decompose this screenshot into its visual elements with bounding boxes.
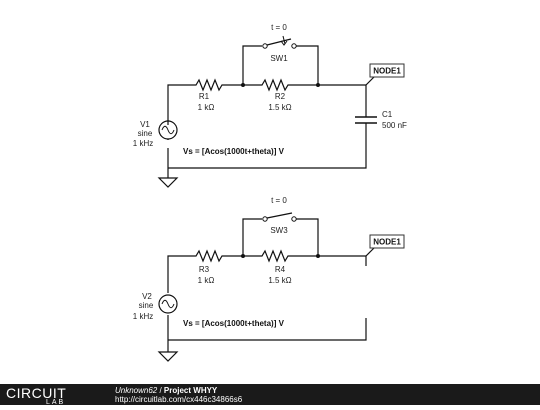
circuit-1: R1 1 kΩ R2 1.5 kΩ t = 0 SW1 NODE1	[133, 23, 407, 188]
c1-name: C1	[382, 110, 393, 119]
project-title[interactable]: Project WHYY	[163, 386, 218, 395]
wire-switch-right-1	[296, 45, 319, 85]
wire-right-top-1	[318, 84, 367, 117]
sw3-name: SW3	[270, 226, 288, 235]
v1-expression: Vs = [Acos(1000t+theta)] V	[183, 147, 285, 156]
wire-switch-right-2	[296, 218, 319, 256]
schematic-canvas: R1 1 kΩ R2 1.5 kΩ t = 0 SW1 NODE1	[133, 23, 407, 362]
r1-name: R1	[199, 92, 210, 101]
switch-sw1	[262, 35, 297, 49]
wire-bottom-2	[168, 318, 367, 341]
footer-bar	[0, 384, 540, 405]
sine-source-icon	[158, 294, 178, 314]
capacitor-c1	[355, 116, 377, 124]
r4-value: 1.5 kΩ	[268, 276, 291, 285]
v1-name: V1	[140, 120, 150, 129]
node1-tag-1: NODE1	[369, 63, 405, 78]
resistor-r3	[192, 249, 243, 263]
v2-type: sine	[139, 301, 154, 310]
wire-bottom-1	[168, 123, 367, 169]
node-tag-leader	[365, 247, 375, 257]
r2-name: R2	[275, 92, 286, 101]
logo-text-top: CIRCUIT	[6, 385, 67, 401]
sw1-name: SW1	[270, 54, 288, 63]
logo-text-bottom: LAB	[46, 399, 66, 406]
ground-icon	[157, 177, 179, 188]
v2-frequency: 1 kHz	[133, 312, 153, 321]
author-link[interactable]: Unknown62	[115, 386, 158, 395]
wire-left-top-2	[167, 255, 192, 293]
project-attribution: Unknown62 / Project WHYY http://circuitl…	[115, 386, 242, 404]
sw1-time-label: t = 0	[271, 23, 287, 32]
c1-value: 500 nF	[382, 121, 407, 130]
switch-sw3	[262, 212, 297, 222]
node-tag-leader	[365, 76, 375, 86]
resistor-r4	[243, 249, 318, 263]
wire-right-top-2	[318, 255, 367, 266]
node1-label-2: NODE1	[373, 238, 401, 247]
circuitlab-logo[interactable]: CIRCUIT LAB	[6, 385, 67, 406]
node1-label-1: NODE1	[373, 67, 401, 76]
r3-value: 1 kΩ	[198, 276, 215, 285]
r1-value: 1 kΩ	[198, 103, 215, 112]
ground-icon	[157, 351, 179, 362]
resistor-r2	[243, 78, 318, 92]
v1-type: sine	[138, 129, 153, 138]
node1-tag-2: NODE1	[369, 234, 405, 249]
r3-name: R3	[199, 265, 210, 274]
circuit-2: R3 1 kΩ R4 1.5 kΩ t = 0 SW3 NODE1	[133, 196, 405, 362]
wire-switch-left-2	[242, 218, 262, 256]
wire-switch-left-1	[242, 45, 262, 85]
sw3-time-label: t = 0	[271, 196, 287, 205]
project-url[interactable]: http://circuitlab.com/cx446c34866s6	[115, 395, 243, 404]
separator: /	[157, 386, 164, 395]
r2-value: 1.5 kΩ	[268, 103, 291, 112]
r4-name: R4	[275, 265, 286, 274]
v2-expression: Vs = [Acos(1000t+theta)] V	[183, 319, 285, 328]
v2-name: V2	[142, 292, 152, 301]
v1-frequency: 1 kHz	[133, 139, 153, 148]
resistor-r1	[192, 78, 243, 92]
